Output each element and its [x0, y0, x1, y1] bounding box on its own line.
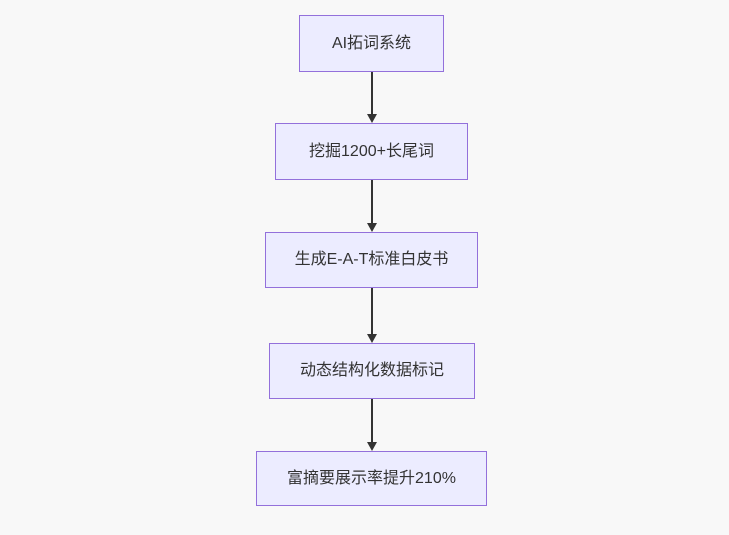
flowchart-node-eat-whitepaper: 生成E-A-T标准白皮书: [265, 232, 478, 288]
flowchart-node-structured-data: 动态结构化数据标记: [269, 343, 475, 399]
flow-arrow-3: [367, 288, 377, 343]
flowchart-node-rich-snippet-result: 富摘要展示率提升210%: [256, 451, 487, 506]
node-label: 生成E-A-T标准白皮书: [294, 251, 449, 269]
flowchart-node-ai-system: AI拓词系统: [299, 15, 444, 72]
flow-arrow-1: [367, 72, 377, 123]
node-label: 挖掘1200+长尾词: [309, 142, 434, 160]
node-label: 富摘要展示率提升210%: [287, 469, 456, 487]
node-label: 动态结构化数据标记: [299, 362, 444, 380]
flow-arrow-4: [367, 399, 377, 451]
flowchart-node-longtail-keywords: 挖掘1200+长尾词: [275, 123, 468, 180]
node-label: AI拓词系统: [331, 34, 412, 52]
flow-arrow-2: [367, 180, 377, 232]
